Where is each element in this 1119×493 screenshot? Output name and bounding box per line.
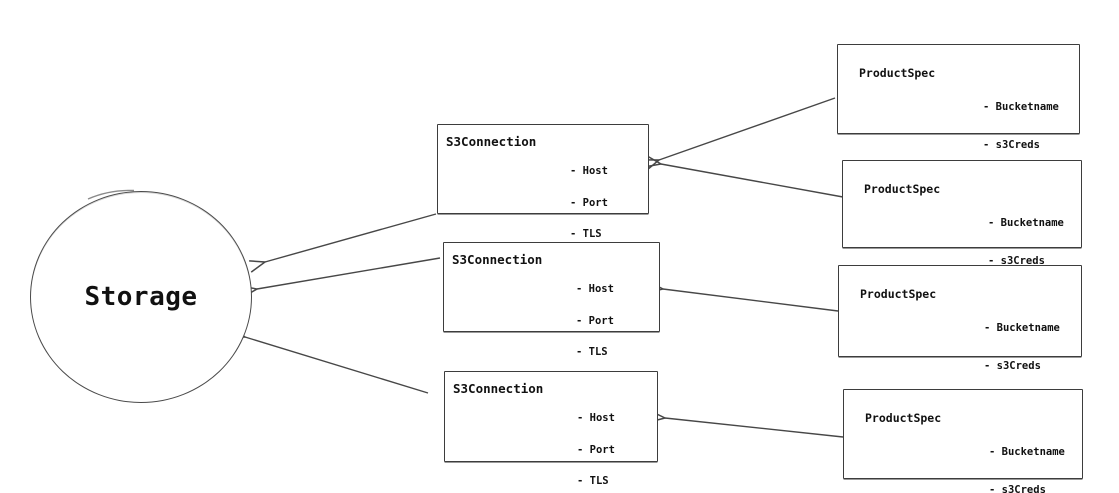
arrow-productspec3-to-s3connection2[interactable] xyxy=(663,289,839,312)
attribute-s3creds: - s3Creds xyxy=(984,359,1041,372)
attribute-port: - Port xyxy=(576,314,614,327)
product-spec-node-2[interactable]: ProductSpec - Bucketname - s3Creds xyxy=(842,160,1082,267)
s3connection-title: S3Connection xyxy=(446,134,537,149)
arrow-s3connection2-to-storage[interactable] xyxy=(257,257,441,289)
product-spec-node-1[interactable]: ProductSpec - Bucketname - s3Creds xyxy=(837,44,1080,151)
attribute-bucketname: - Bucketname xyxy=(983,101,1059,113)
product-spec-attributes: - Bucketname - s3Creds xyxy=(989,421,1065,493)
attribute-bucketname: - Bucketname xyxy=(988,217,1064,229)
arrow-productspec1-to-s3connection1[interactable] xyxy=(659,97,836,160)
attribute-s3creds: - s3Creds xyxy=(988,254,1045,267)
product-spec-attributes: - Bucketname - s3Creds xyxy=(983,76,1059,176)
arrow-productspec2-to-s3connection1[interactable] xyxy=(661,164,844,198)
product-spec-attributes: - Bucketname - s3Creds xyxy=(988,192,1064,292)
attribute-tls: - TLS xyxy=(570,228,602,240)
attribute-bucketname: - Bucketname xyxy=(984,322,1060,334)
attribute-bucketname: - Bucketname xyxy=(989,446,1065,458)
attribute-tls: - TLS xyxy=(576,346,608,358)
s3connection-node-2[interactable]: S3Connection - Host - Port - TLS xyxy=(443,242,660,357)
s3connection-title: S3Connection xyxy=(452,252,543,267)
product-spec-title: ProductSpec xyxy=(864,182,941,196)
product-spec-title: ProductSpec xyxy=(865,411,942,425)
s3connection-title: S3Connection xyxy=(453,381,544,396)
attribute-tls: - TLS xyxy=(577,475,609,487)
attribute-host: - Host xyxy=(577,412,615,424)
attribute-host: - Host xyxy=(576,283,614,295)
arrow-productspec4-to-s3connection3[interactable] xyxy=(665,418,844,438)
product-spec-node-3[interactable]: ProductSpec - Bucketname - s3Creds xyxy=(838,265,1082,372)
s3connection-node-3[interactable]: S3Connection - Host - Port - TLS xyxy=(444,371,658,486)
attribute-host: - Host xyxy=(570,165,608,177)
storage-node[interactable]: Storage xyxy=(30,191,252,403)
s3connection-node-1[interactable]: S3Connection - Host - Port - TLS xyxy=(437,124,649,239)
s3connection-attributes: - Host - Port - TLS xyxy=(570,145,608,261)
attribute-s3creds: - s3Creds xyxy=(989,483,1046,493)
attribute-s3creds: - s3Creds xyxy=(983,138,1040,151)
product-spec-node-4[interactable]: ProductSpec - Bucketname - s3Creds xyxy=(843,389,1083,493)
s3connection-attributes: - Host - Port - TLS xyxy=(576,263,614,379)
product-spec-title: ProductSpec xyxy=(859,66,936,80)
product-spec-attributes: - Bucketname - s3Creds xyxy=(984,297,1060,397)
arrow-s3connection3-to-storage[interactable] xyxy=(245,337,429,394)
product-spec-title: ProductSpec xyxy=(860,287,937,301)
attribute-port: - Port xyxy=(570,196,608,209)
attribute-port: - Port xyxy=(577,443,615,456)
arrow-s3connection1-to-storage[interactable] xyxy=(265,213,437,262)
storage-node-label: Storage xyxy=(84,282,198,312)
s3connection-attributes: - Host - Port - TLS xyxy=(577,392,615,493)
